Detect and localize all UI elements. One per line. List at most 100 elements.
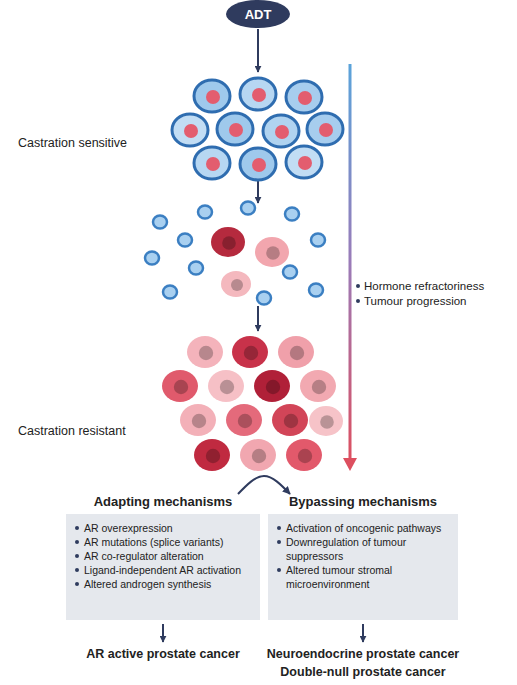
cell-nucleus [206, 157, 220, 171]
mechanism-item: Ligand-independent AR activation [84, 564, 241, 576]
resistant-cell [226, 404, 262, 436]
sensitive-cell [286, 81, 322, 113]
bullet-dot [277, 540, 281, 544]
resistant-cell [180, 404, 216, 436]
bullet-row: Downregulation of tumour suppressors [276, 535, 452, 563]
cell-nucleus [192, 414, 206, 428]
bullet-dot [277, 568, 281, 572]
outcome-label: Neuroendocrine prostate cancer [243, 647, 483, 662]
flow-arrow [257, 29, 259, 72]
sensitive-cell [194, 80, 230, 112]
cell-nucleus [252, 88, 266, 102]
cell-nucleus [298, 156, 312, 170]
resistant-cell [211, 227, 245, 257]
dying-cell [283, 266, 297, 279]
mechanism-item: AR mutations (splice variants) [84, 536, 223, 548]
dying-cell [309, 284, 323, 297]
box-body: Activation of oncogenic pathwaysDownregu… [268, 514, 458, 620]
progression-note: Tumour progression [364, 294, 514, 309]
outcome-label: Double-null prostate cancer [243, 665, 483, 680]
cell-nucleus [199, 346, 213, 360]
mechanism-item: AR overexpression [84, 522, 173, 534]
sensitive-cell [172, 114, 208, 146]
bullet-row: AR overexpression [74, 521, 254, 535]
sensitive-cell [307, 113, 343, 145]
mechanism-item: Downregulation of tumour suppressors [286, 536, 406, 562]
progression-note: Hormone refractoriness [364, 279, 514, 294]
bullet-dot [277, 526, 281, 530]
cell-nucleus [174, 380, 188, 394]
bullet-row: Altered tumour stromal microenvironment [276, 563, 452, 591]
cell-nucleus [320, 415, 334, 429]
cell-nucleus [252, 449, 266, 463]
cell-nucleus [206, 449, 220, 463]
box-heading: Adapting mechanisms [66, 494, 260, 510]
resistant-cell [255, 237, 289, 267]
bullet-row: Altered androgen synthesis [74, 577, 254, 591]
sensitive-cell [194, 147, 230, 179]
cell-nucleus [298, 91, 312, 105]
dying-cell [285, 208, 299, 221]
outcome-arrow [162, 624, 164, 642]
resistant-cell [221, 271, 251, 297]
cell-nucleus [312, 380, 326, 394]
dying-cell [178, 234, 192, 247]
cell-nucleus [238, 414, 252, 428]
dying-cell [153, 216, 167, 229]
cell-nucleus [220, 380, 234, 394]
bullet-dot [356, 299, 360, 303]
ellipse-shape [226, 0, 290, 28]
cell-nucleus [266, 380, 280, 394]
box-body: AR overexpression AR mutations (splice va… [66, 514, 260, 620]
cell-nucleus [222, 236, 236, 250]
dying-cell [198, 206, 212, 219]
resistant-cell [162, 370, 198, 402]
sensitive-cell [217, 113, 253, 145]
cell-nucleus [290, 346, 304, 360]
mechanism-box: Adapting mechanisms AR overexpression AR m… [66, 494, 260, 620]
bullet-dot [75, 568, 79, 572]
mechanism-item: AR co-regulator alteration [84, 550, 204, 562]
bullet-dot [75, 582, 79, 586]
dying-cell [163, 286, 177, 299]
resistant-cell [278, 336, 314, 368]
bullet-dot [75, 554, 79, 558]
resistant-cell [286, 439, 322, 471]
outcome-arrow [362, 624, 364, 642]
cell-nucleus [275, 125, 289, 139]
sensitive-cell [263, 115, 299, 147]
dying-cell [145, 252, 159, 265]
sensitive-cell [286, 146, 322, 178]
box-heading: Bypassing mechanisms [268, 494, 458, 510]
cell-nucleus [284, 414, 298, 428]
cell-nucleus [252, 158, 266, 172]
cell-nucleus [319, 123, 333, 137]
resistant-cell [254, 370, 290, 402]
cell-clusters [145, 78, 343, 471]
flow-arrow [257, 180, 259, 203]
bullet-dot [75, 540, 79, 544]
cell-nucleus [184, 124, 198, 138]
bullet-dot [75, 526, 79, 530]
dying-cell [241, 202, 255, 215]
resistant-cell [272, 404, 308, 436]
mechanism-item: Altered androgen synthesis [84, 578, 211, 590]
resistant-cell [240, 439, 276, 471]
progression-arrow [349, 64, 352, 460]
bullet-row: AR co-regulator alteration [74, 549, 254, 563]
sensitive-cell [240, 148, 276, 180]
curved-arrow [238, 476, 290, 494]
bullet-row: Ligand-independent AR activation [74, 563, 254, 577]
resistant-cell [194, 439, 230, 471]
resistant-cell [232, 336, 268, 368]
mechanism-item: Activation of oncogenic pathways [286, 522, 441, 534]
treatment-ellipse: ADT [226, 0, 290, 28]
stage-label: Castration resistant [18, 424, 178, 439]
cell-nucleus [229, 123, 243, 137]
resistant-cell [300, 370, 336, 402]
cell-nucleus [244, 346, 258, 360]
sensitive-cell [240, 78, 276, 110]
dying-cell [257, 292, 271, 305]
